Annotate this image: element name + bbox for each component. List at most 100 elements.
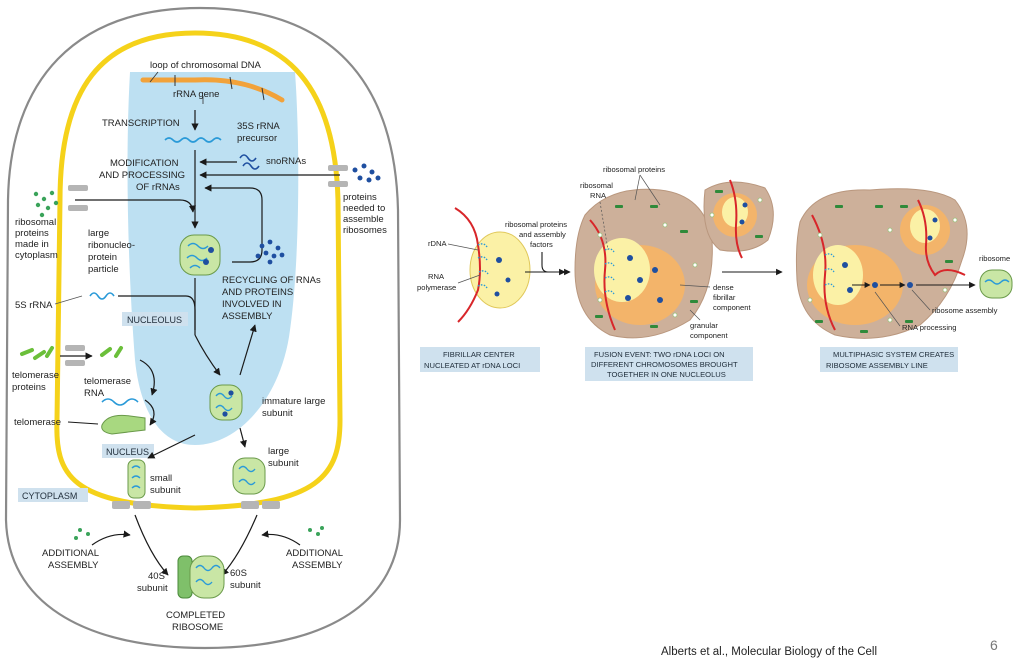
cytoplasm-label-box bbox=[18, 488, 88, 502]
fibrillar-center-panel bbox=[454, 207, 531, 323]
s40-line2: subunit bbox=[137, 583, 168, 594]
precursor-line2: precursor bbox=[237, 133, 277, 144]
small-subunit-line2: subunit bbox=[150, 485, 181, 496]
additional-dots-right bbox=[308, 526, 324, 536]
rib-rna-line1: ribosomal bbox=[580, 181, 613, 190]
large-particle-line4: particle bbox=[88, 264, 119, 275]
caption-box-3 bbox=[820, 347, 958, 372]
telomerase-rna-strand bbox=[101, 398, 139, 406]
five-s-label: 5S rRNA bbox=[15, 300, 53, 311]
nucleolus-assembly-diagram: rDNA RNA polymerase ribosomal proteins a… bbox=[417, 165, 1013, 381]
proteins-needed-line4: ribosomes bbox=[343, 225, 387, 236]
rib-rna-line2: RNA bbox=[590, 191, 607, 200]
s60-line1: 60S bbox=[230, 568, 247, 579]
small-subunit bbox=[127, 459, 146, 499]
box3-line2: RIBOSOME ASSEMBLY LINE bbox=[826, 361, 928, 370]
recycling-line3: INVOLVED IN bbox=[222, 299, 282, 310]
box2-line3: TOGETHER IN ONE NUCLEOLUS bbox=[607, 370, 726, 379]
completed-line2: RIBOSOME bbox=[172, 622, 223, 633]
dense-line2: fibrillar bbox=[713, 293, 736, 302]
ribosomal-proteins-line1: ribosomal bbox=[15, 217, 56, 228]
rib-prot-factors-line3: factors bbox=[530, 240, 553, 249]
rib-proteins-label: ribosomal proteins bbox=[603, 165, 665, 174]
recycling-line1: RECYCLING OF RNAs bbox=[222, 275, 321, 286]
ribosomal-proteins-line2: proteins bbox=[15, 228, 49, 239]
nucleolus-label-box bbox=[122, 312, 188, 326]
telomerase-rna-line2: RNA bbox=[84, 388, 105, 399]
large-particle-line1: large bbox=[88, 228, 109, 239]
granular-line2: component bbox=[690, 331, 728, 340]
recycling-dots bbox=[255, 239, 285, 265]
modification-line1: MODIFICATION bbox=[110, 158, 179, 169]
recycling-line2: AND PROTEINS bbox=[222, 287, 293, 298]
proteins-needed-line3: assemble bbox=[343, 214, 384, 225]
immature-line1: immature large bbox=[262, 396, 325, 407]
rna-processing-label: RNA processing bbox=[902, 323, 956, 332]
rib-prot-factors-line2: and assembly bbox=[519, 230, 566, 239]
additional-right-line1: ADDITIONAL bbox=[286, 548, 343, 559]
proteins-needed-line2: needed to bbox=[343, 203, 385, 214]
fusion-panel bbox=[574, 179, 774, 339]
dense-line3: component bbox=[713, 303, 751, 312]
large-subunit-line1: large bbox=[268, 446, 289, 457]
dense-line1: dense bbox=[713, 283, 734, 292]
granular-line1: granular bbox=[690, 321, 718, 330]
recycling-line4: ASSEMBLY bbox=[222, 311, 273, 322]
caption-box-1 bbox=[420, 347, 540, 372]
box3-line1: MULTIPHASIC SYSTEM CREATES bbox=[833, 350, 954, 359]
telomerase-proteins-line2: proteins bbox=[12, 382, 46, 393]
telomerase-complex bbox=[101, 414, 146, 435]
telomerase-label: telomerase bbox=[14, 417, 61, 428]
nucleus-label-box bbox=[102, 444, 154, 458]
rrna-gene-label: rRNA gene bbox=[173, 89, 219, 100]
protein-dots-right bbox=[352, 163, 381, 183]
nuclear-pore-bottom-left bbox=[112, 501, 151, 509]
additional-left-line2: ASSEMBLY bbox=[48, 560, 99, 571]
large-subunit bbox=[232, 457, 266, 495]
s40-line1: 40S bbox=[148, 571, 165, 582]
loop-label: loop of chromosomal DNA bbox=[150, 60, 262, 71]
immature-large-subunit bbox=[209, 384, 243, 421]
box1-line1: FIBRILLAR CENTER bbox=[443, 350, 515, 359]
small-subunit-line1: small bbox=[150, 473, 172, 484]
multiphasic-panel bbox=[795, 188, 976, 339]
rna-pol-line1: RNA bbox=[428, 272, 445, 281]
nucleus-label: NUCLEUS bbox=[106, 447, 149, 457]
snorna-icon bbox=[239, 154, 260, 170]
immature-line2: subunit bbox=[262, 408, 293, 419]
large-particle-line2: ribonucleo- bbox=[88, 240, 135, 251]
additional-left-line1: ADDITIONAL bbox=[42, 548, 99, 559]
box1-line2: NUCLEATED AT rDNA LOCI bbox=[424, 361, 520, 370]
large-subunit-line2: subunit bbox=[268, 458, 299, 469]
completed-ribosome bbox=[177, 555, 225, 599]
ribosome-label: ribosome bbox=[979, 254, 1010, 263]
snornas-label: snoRNAs bbox=[266, 156, 306, 167]
completed-line1: COMPLETED bbox=[166, 610, 225, 621]
protein-dots-left bbox=[33, 190, 59, 218]
cytoplasm-label: CYTOPLASM bbox=[22, 491, 77, 501]
nuclear-envelope bbox=[54, 30, 343, 511]
ribosomal-proteins-line3: made in bbox=[15, 239, 49, 250]
citation: Alberts et al., Molecular Biology of the… bbox=[661, 646, 878, 658]
five-s-rna bbox=[89, 292, 115, 300]
telomerase-rna-line1: telomerase bbox=[84, 376, 131, 387]
cell-diagram: loop of chromosomal DNA rRNA gene TRANSC… bbox=[4, 6, 402, 650]
ribosome-icon bbox=[979, 269, 1013, 299]
rdna-label: rDNA bbox=[428, 239, 447, 248]
rib-prot-factors-line1: ribosomal proteins bbox=[505, 220, 567, 229]
telomerase-proteins-line1: telomerase bbox=[12, 370, 59, 381]
caption-box-2 bbox=[585, 347, 753, 381]
ribosome-assembly-label: ribosome assembly bbox=[932, 306, 998, 315]
additional-dots-left bbox=[74, 528, 90, 540]
proteins-needed-line1: proteins bbox=[343, 192, 377, 203]
large-particle bbox=[179, 234, 221, 276]
large-particle-line3: protein bbox=[88, 252, 117, 263]
dna-loop bbox=[140, 77, 285, 103]
nuclear-pore-right bbox=[328, 165, 348, 187]
cell-outline bbox=[4, 6, 402, 650]
modification-line2: AND PROCESSING bbox=[99, 170, 185, 181]
additional-right-line2: ASSEMBLY bbox=[292, 560, 343, 571]
nucleolus-label: NUCLEOLUS bbox=[127, 315, 182, 325]
transcription-label: TRANSCRIPTION bbox=[102, 118, 180, 129]
ribosomal-proteins-line4: cytoplasm bbox=[15, 250, 58, 261]
